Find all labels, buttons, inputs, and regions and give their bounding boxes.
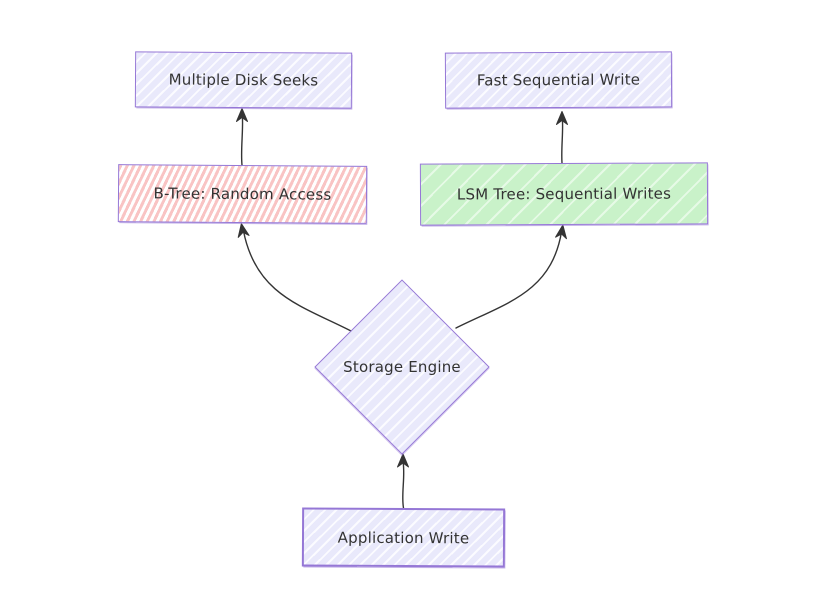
arrowhead-multiple-disk-seeks bbox=[236, 108, 248, 122]
node-fast-sequential-write-label: Fast Sequential Write bbox=[476, 70, 641, 90]
arrowhead-btree bbox=[237, 223, 250, 238]
edge-storage-engine-to-lsm bbox=[455, 231, 563, 329]
node-multiple-disk-seeks-label: Multiple Disk Seeks bbox=[168, 70, 319, 90]
node-btree-random-access: B-Tree: Random Access bbox=[117, 164, 368, 224]
arrowhead-fast-sequential-write bbox=[556, 111, 568, 125]
node-lsm-sequential-writes-label: LSM Tree: Sequential Writes bbox=[456, 184, 672, 204]
node-btree-random-access-label: B-Tree: Random Access bbox=[153, 184, 332, 204]
node-application-write: Application Write bbox=[301, 507, 506, 568]
node-fast-sequential-write: Fast Sequential Write bbox=[444, 51, 673, 109]
arrowhead-lsm bbox=[555, 224, 567, 240]
edge-storage-engine-to-btree bbox=[242, 230, 352, 332]
edge-application-write-to-storage-engine bbox=[402, 460, 405, 509]
edge-lsm-to-fast-sequential-write bbox=[561, 117, 564, 164]
node-application-write-label: Application Write bbox=[337, 528, 470, 547]
node-storage-engine-label: Storage Engine bbox=[343, 358, 461, 376]
node-lsm-sequential-writes: LSM Tree: Sequential Writes bbox=[419, 162, 709, 226]
node-multiple-disk-seeks: Multiple Disk Seeks bbox=[134, 51, 353, 109]
arrowhead-storage-engine bbox=[397, 453, 409, 468]
edge-btree-to-multiple-disk-seeks bbox=[240, 114, 244, 166]
